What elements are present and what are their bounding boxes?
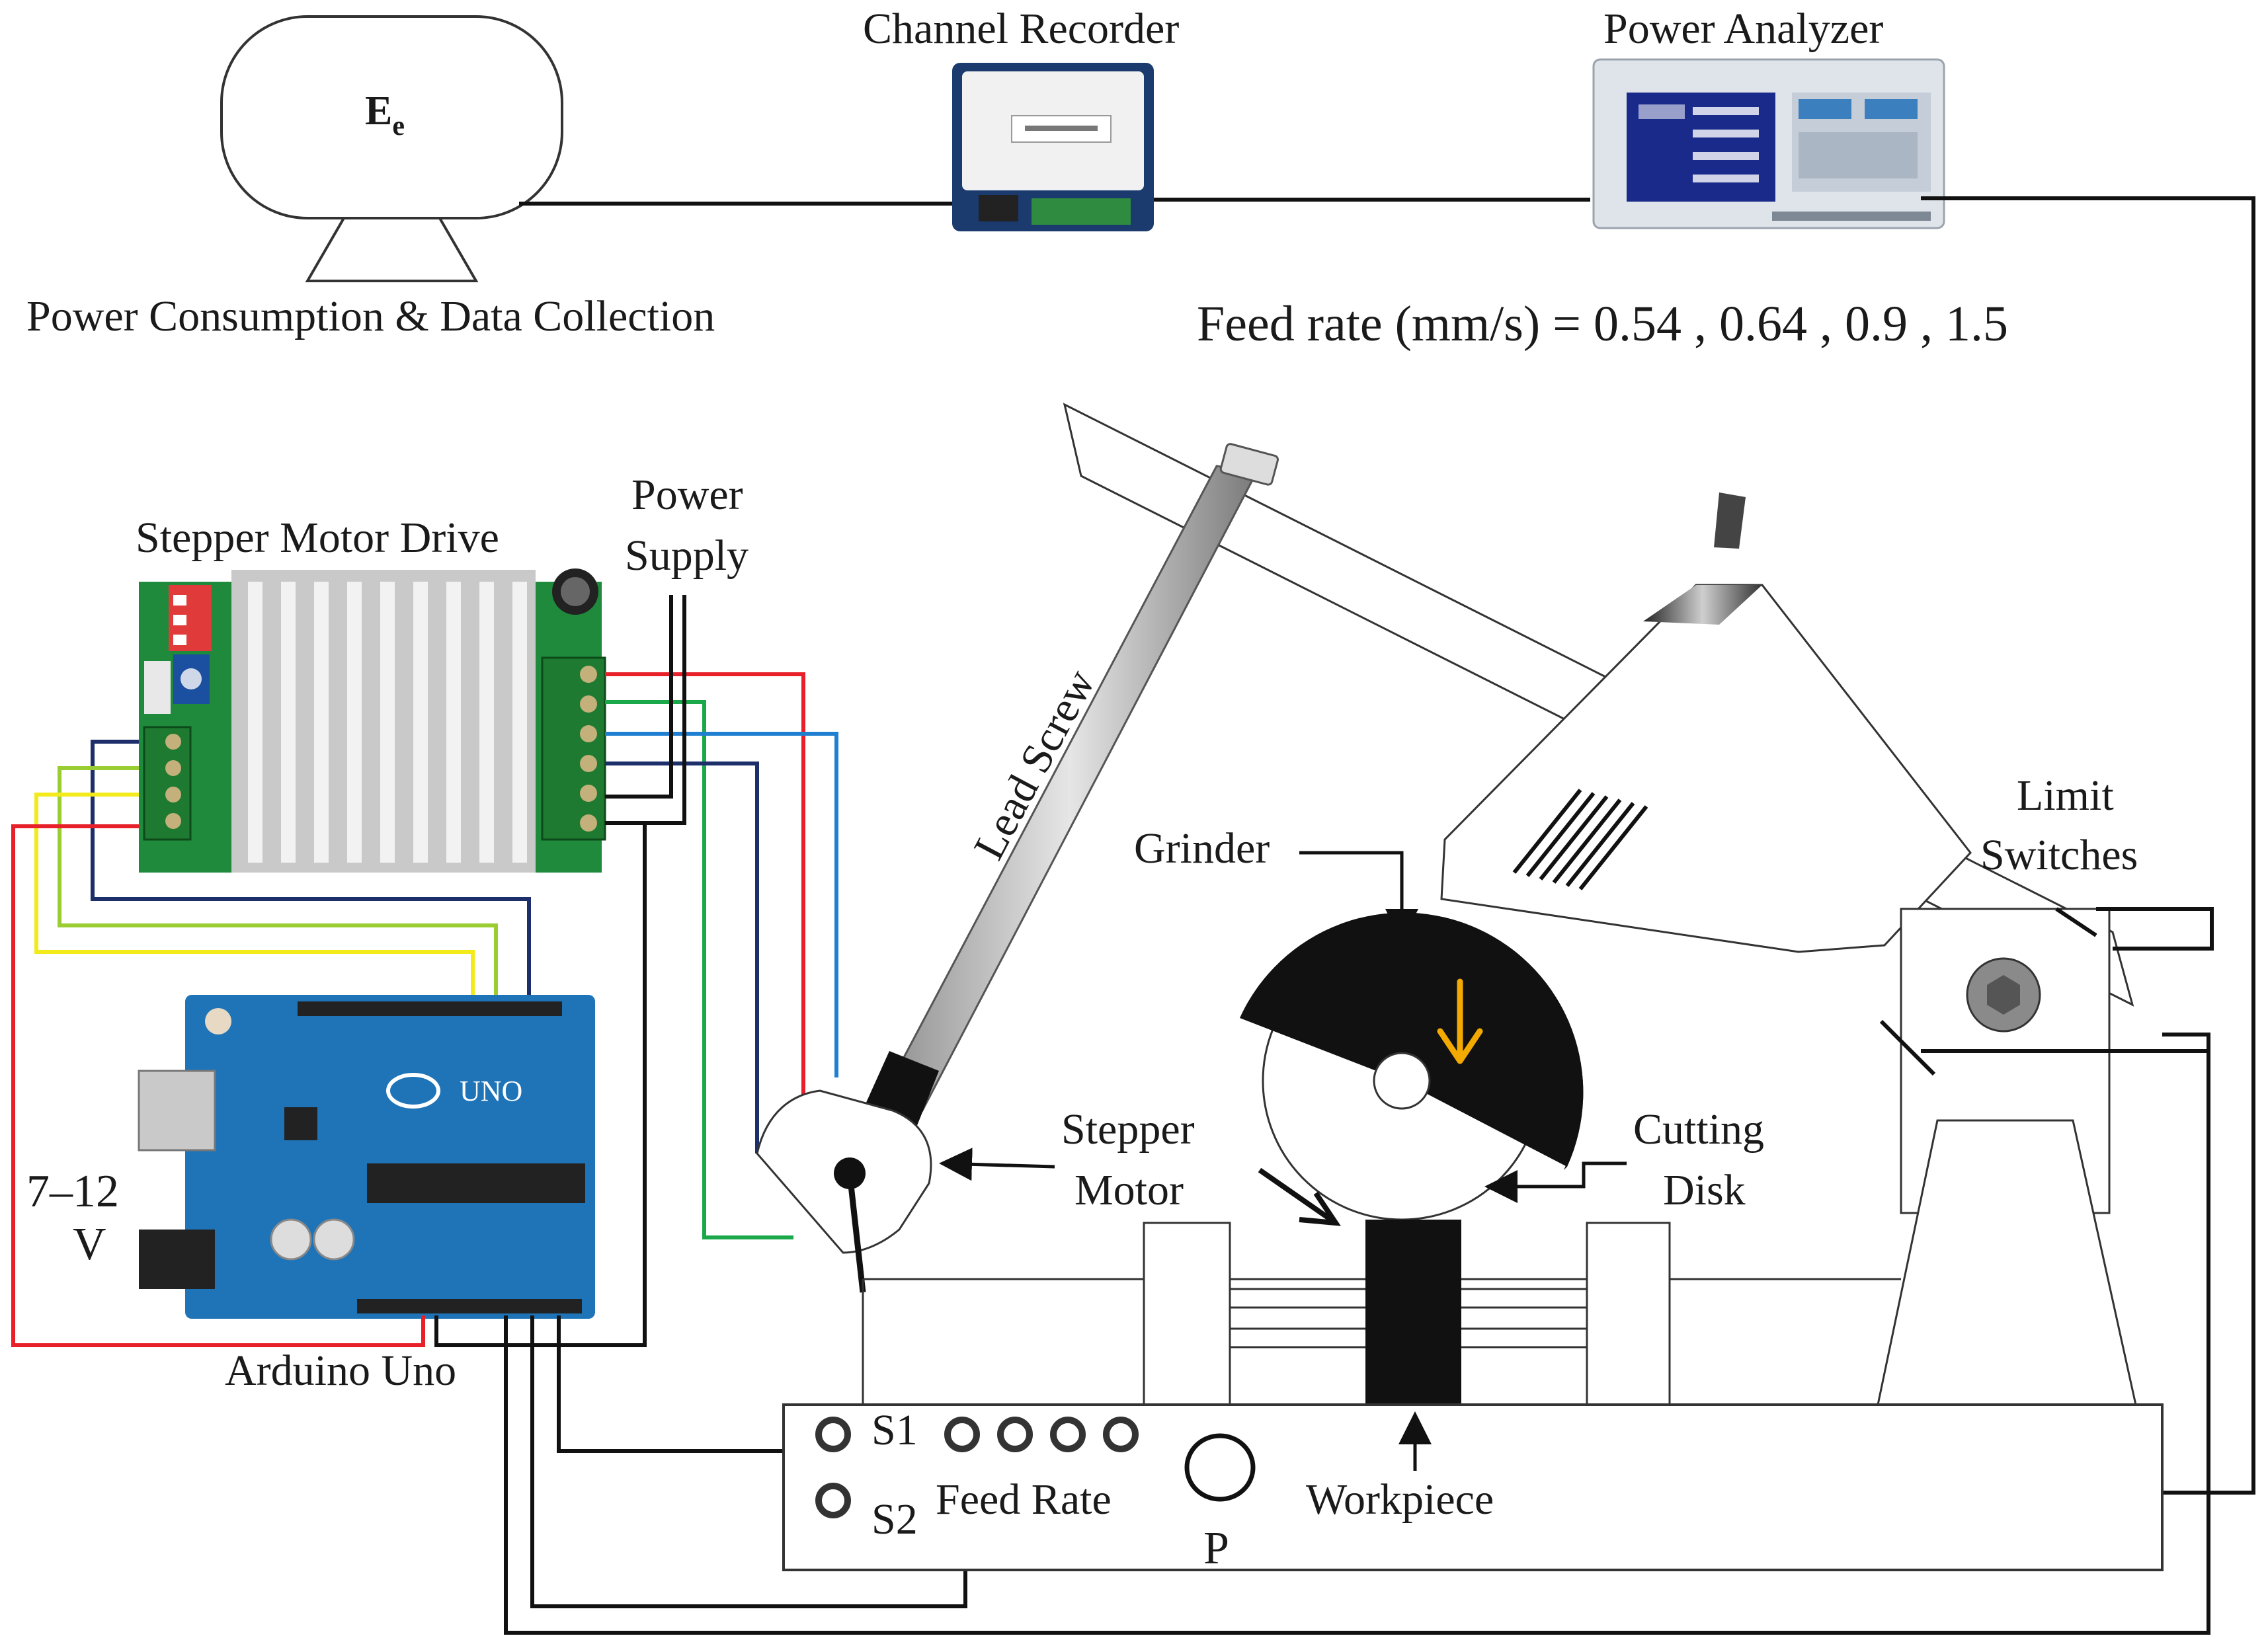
- stepper-motor-pointer: [939, 1148, 1055, 1181]
- rotation-arrow-icon: [1258, 1167, 1341, 1226]
- feed-direction-arrow-icon: [1437, 978, 1483, 1064]
- signal-wire: [530, 1315, 967, 1608]
- computer-monitor-icon: [220, 15, 563, 282]
- feed-rate-button[interactable]: [1050, 1417, 1086, 1452]
- cutting-disk: [1240, 912, 1584, 1221]
- arduino-uno-board: UNO: [138, 995, 595, 1319]
- power-analyzer-device: [1592, 58, 1945, 229]
- feed-rate-button[interactable]: [1103, 1417, 1139, 1452]
- yellow-wire: [34, 793, 475, 995]
- red-wire: [11, 824, 425, 1347]
- switch-s1[interactable]: [815, 1417, 851, 1452]
- channel-recorder-label: Channel Recorder: [863, 5, 1179, 53]
- power-supply-label: Power Supply: [625, 471, 754, 580]
- limit-switch-wire: [2096, 907, 2214, 951]
- power-button-p[interactable]: [1184, 1433, 1256, 1502]
- feed-rate-button[interactable]: [997, 1417, 1033, 1452]
- grinder-body: [1440, 492, 1972, 953]
- supply-wire: [605, 595, 673, 799]
- workpiece-label: Workpiece: [1306, 1475, 1494, 1524]
- power-analyzer-label: Power Analyzer: [1603, 5, 1883, 53]
- lead-screw: [860, 443, 1279, 1137]
- channel-recorder-device: [952, 63, 1154, 231]
- s1-label: S1: [871, 1406, 918, 1454]
- p-label: P: [1203, 1523, 1229, 1574]
- green-wire: [605, 700, 793, 1239]
- limit-switches-label: Limit Switches: [1980, 771, 2138, 879]
- arduino-uno-label: Arduino Uno: [225, 1347, 456, 1395]
- switch-s2[interactable]: [815, 1483, 851, 1518]
- grinder-label: Grinder: [1134, 824, 1270, 873]
- vise-and-rails: [862, 1222, 1901, 1406]
- feed-rate-equation: Feed rate (mm/s) = 0.54 , 0.64 , 0.9 , 1…: [1197, 296, 2008, 352]
- grinder-pointer: [1299, 851, 1418, 942]
- voltage-label: 7–12 V: [26, 1166, 131, 1270]
- feed-rate-label: Feed Rate: [936, 1475, 1112, 1524]
- navy-wire: [91, 740, 531, 995]
- s2-label: S2: [871, 1495, 918, 1544]
- supply-wire: [605, 595, 686, 825]
- cutting-disk-label: Cutting Disk: [1633, 1105, 1775, 1214]
- feed-rate-button[interactable]: [944, 1417, 980, 1452]
- blue-wire: [605, 732, 838, 1077]
- signal-wire: [504, 1033, 2210, 1635]
- workpiece-block: [1365, 1220, 1461, 1405]
- power-consumption-caption: Power Consumption & Data Collection: [26, 292, 715, 340]
- stepper-motor-label: Stepper Motor: [1061, 1105, 1205, 1214]
- limit-switch-post: [1877, 907, 2137, 1406]
- stepper-motor: [756, 1089, 932, 1293]
- stepper-motor-drive-board: [139, 568, 606, 873]
- cutting-disk-pointer: [1484, 1161, 1627, 1203]
- green-wire: [58, 766, 498, 995]
- uno-logo-text: UNO: [460, 1075, 522, 1107]
- ground-wire: [434, 823, 647, 1347]
- stepper-motor-drive-label: Stepper Motor Drive: [136, 514, 499, 562]
- navy-wire: [605, 762, 759, 1153]
- energy-label: Ee: [365, 89, 405, 141]
- signal-wire: [557, 1315, 784, 1453]
